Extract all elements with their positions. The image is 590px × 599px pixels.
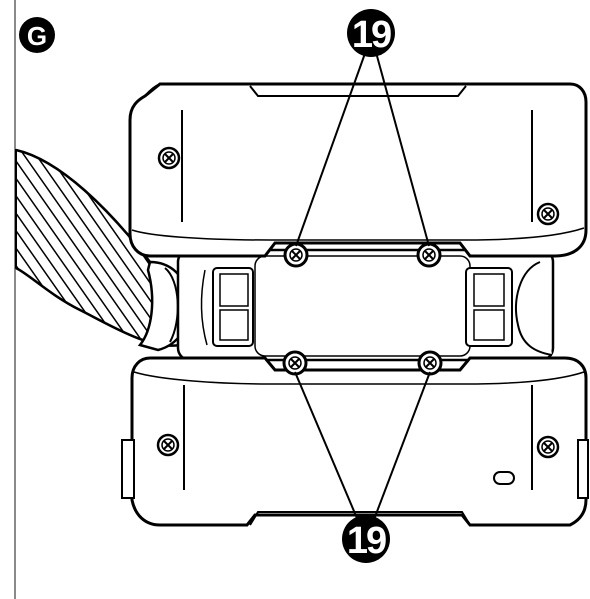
screw-19-bottom-right-icon [417,350,443,376]
lower-housing [121,356,589,527]
cover-screw-icon [156,433,180,457]
screw-19-top-left-icon [283,242,309,268]
callout-badge-top: 19 [347,9,395,57]
callout-number-top: 19 [352,14,391,56]
figure-label-badge: G [19,17,55,53]
figure-label: G [27,21,47,51]
callout-number-bottom: 19 [347,520,386,562]
upper-housing [128,82,588,258]
callout-leader-lines [294,44,431,531]
middle-housing [176,248,555,362]
figure-frame-line [14,0,16,599]
screw-19-top-right-icon [416,242,442,268]
cover-screw-icon [536,435,560,459]
callout-badge-bottom: 19 [342,515,390,563]
right-latch [465,267,513,347]
screw-19-bottom-left-icon [282,350,308,376]
cover-screw-icon [536,202,560,226]
cover-screw-icon [157,146,181,170]
left-latch [212,267,254,347]
